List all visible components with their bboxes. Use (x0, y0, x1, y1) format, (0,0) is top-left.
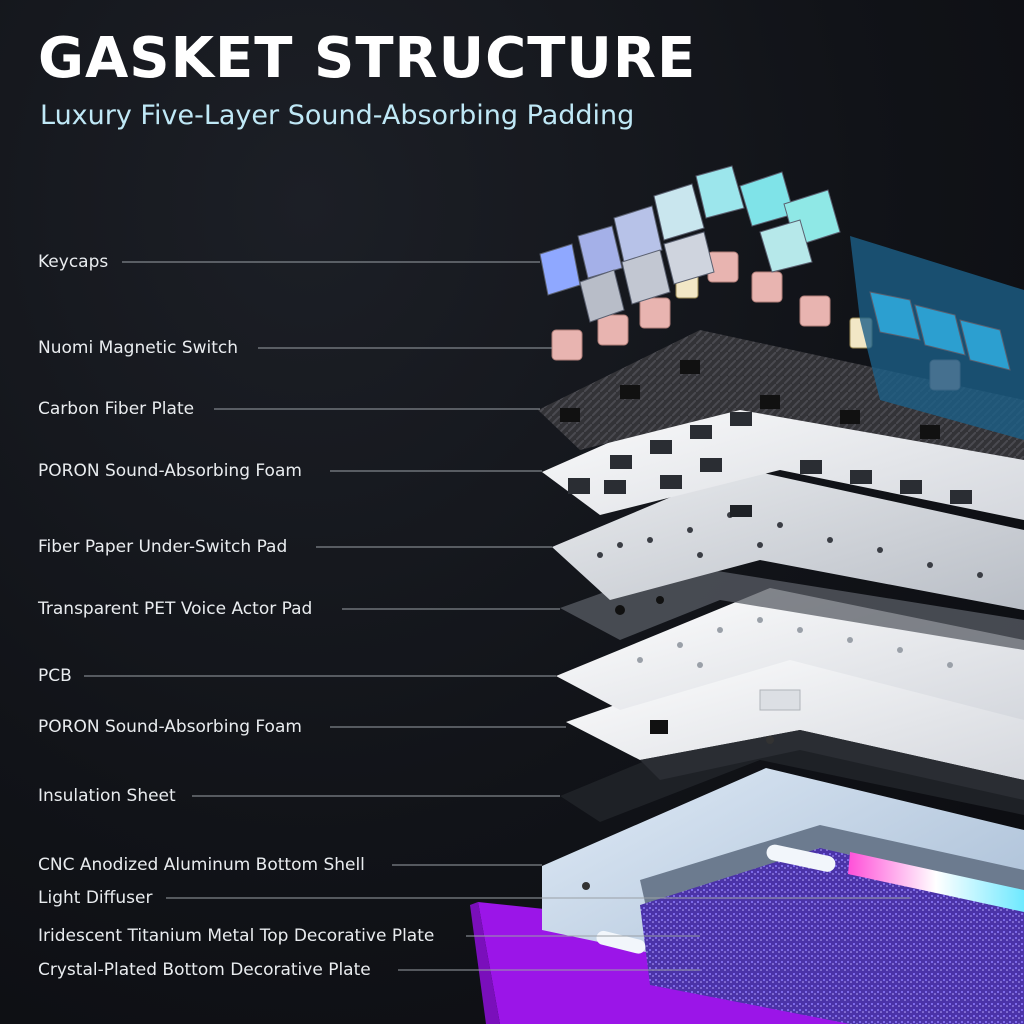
label-bottom-shell: CNC Anodized Aluminum Bottom Shell (38, 855, 365, 875)
label-poron-foam-1: PORON Sound-Absorbing Foam (38, 461, 302, 481)
layer-diffuser (848, 852, 1024, 912)
label-pcb: PCB (38, 666, 72, 686)
page-subtitle: Luxury Five-Layer Sound-Absorbing Paddin… (40, 100, 635, 131)
label-bottom-deco: Crystal-Plated Bottom Decorative Plate (38, 960, 371, 980)
label-pet-pad: Transparent PET Voice Actor Pad (38, 599, 313, 619)
label-poron-foam-2: PORON Sound-Absorbing Foam (38, 717, 302, 737)
leader-lines (84, 261, 910, 971)
layer-pet-pad (560, 565, 1024, 650)
label-fiber-paper: Fiber Paper Under-Switch Pad (38, 537, 288, 557)
label-diffuser: Light Diffuser (38, 888, 153, 908)
label-carbon-plate: Carbon Fiber Plate (38, 399, 195, 419)
label-insulation: Insulation Sheet (38, 786, 176, 806)
layer-keycaps (539, 165, 1024, 440)
label-keycaps: Keycaps (38, 252, 109, 272)
label-switch: Nuomi Magnetic Switch (38, 338, 239, 358)
layer-carbon-plate (538, 330, 1024, 460)
page-title: GASKET STRUCTURE (38, 26, 697, 91)
label-top-deco: Iridescent Titanium Metal Top Decorative… (38, 926, 435, 946)
layer-fiber-paper (552, 468, 1024, 610)
